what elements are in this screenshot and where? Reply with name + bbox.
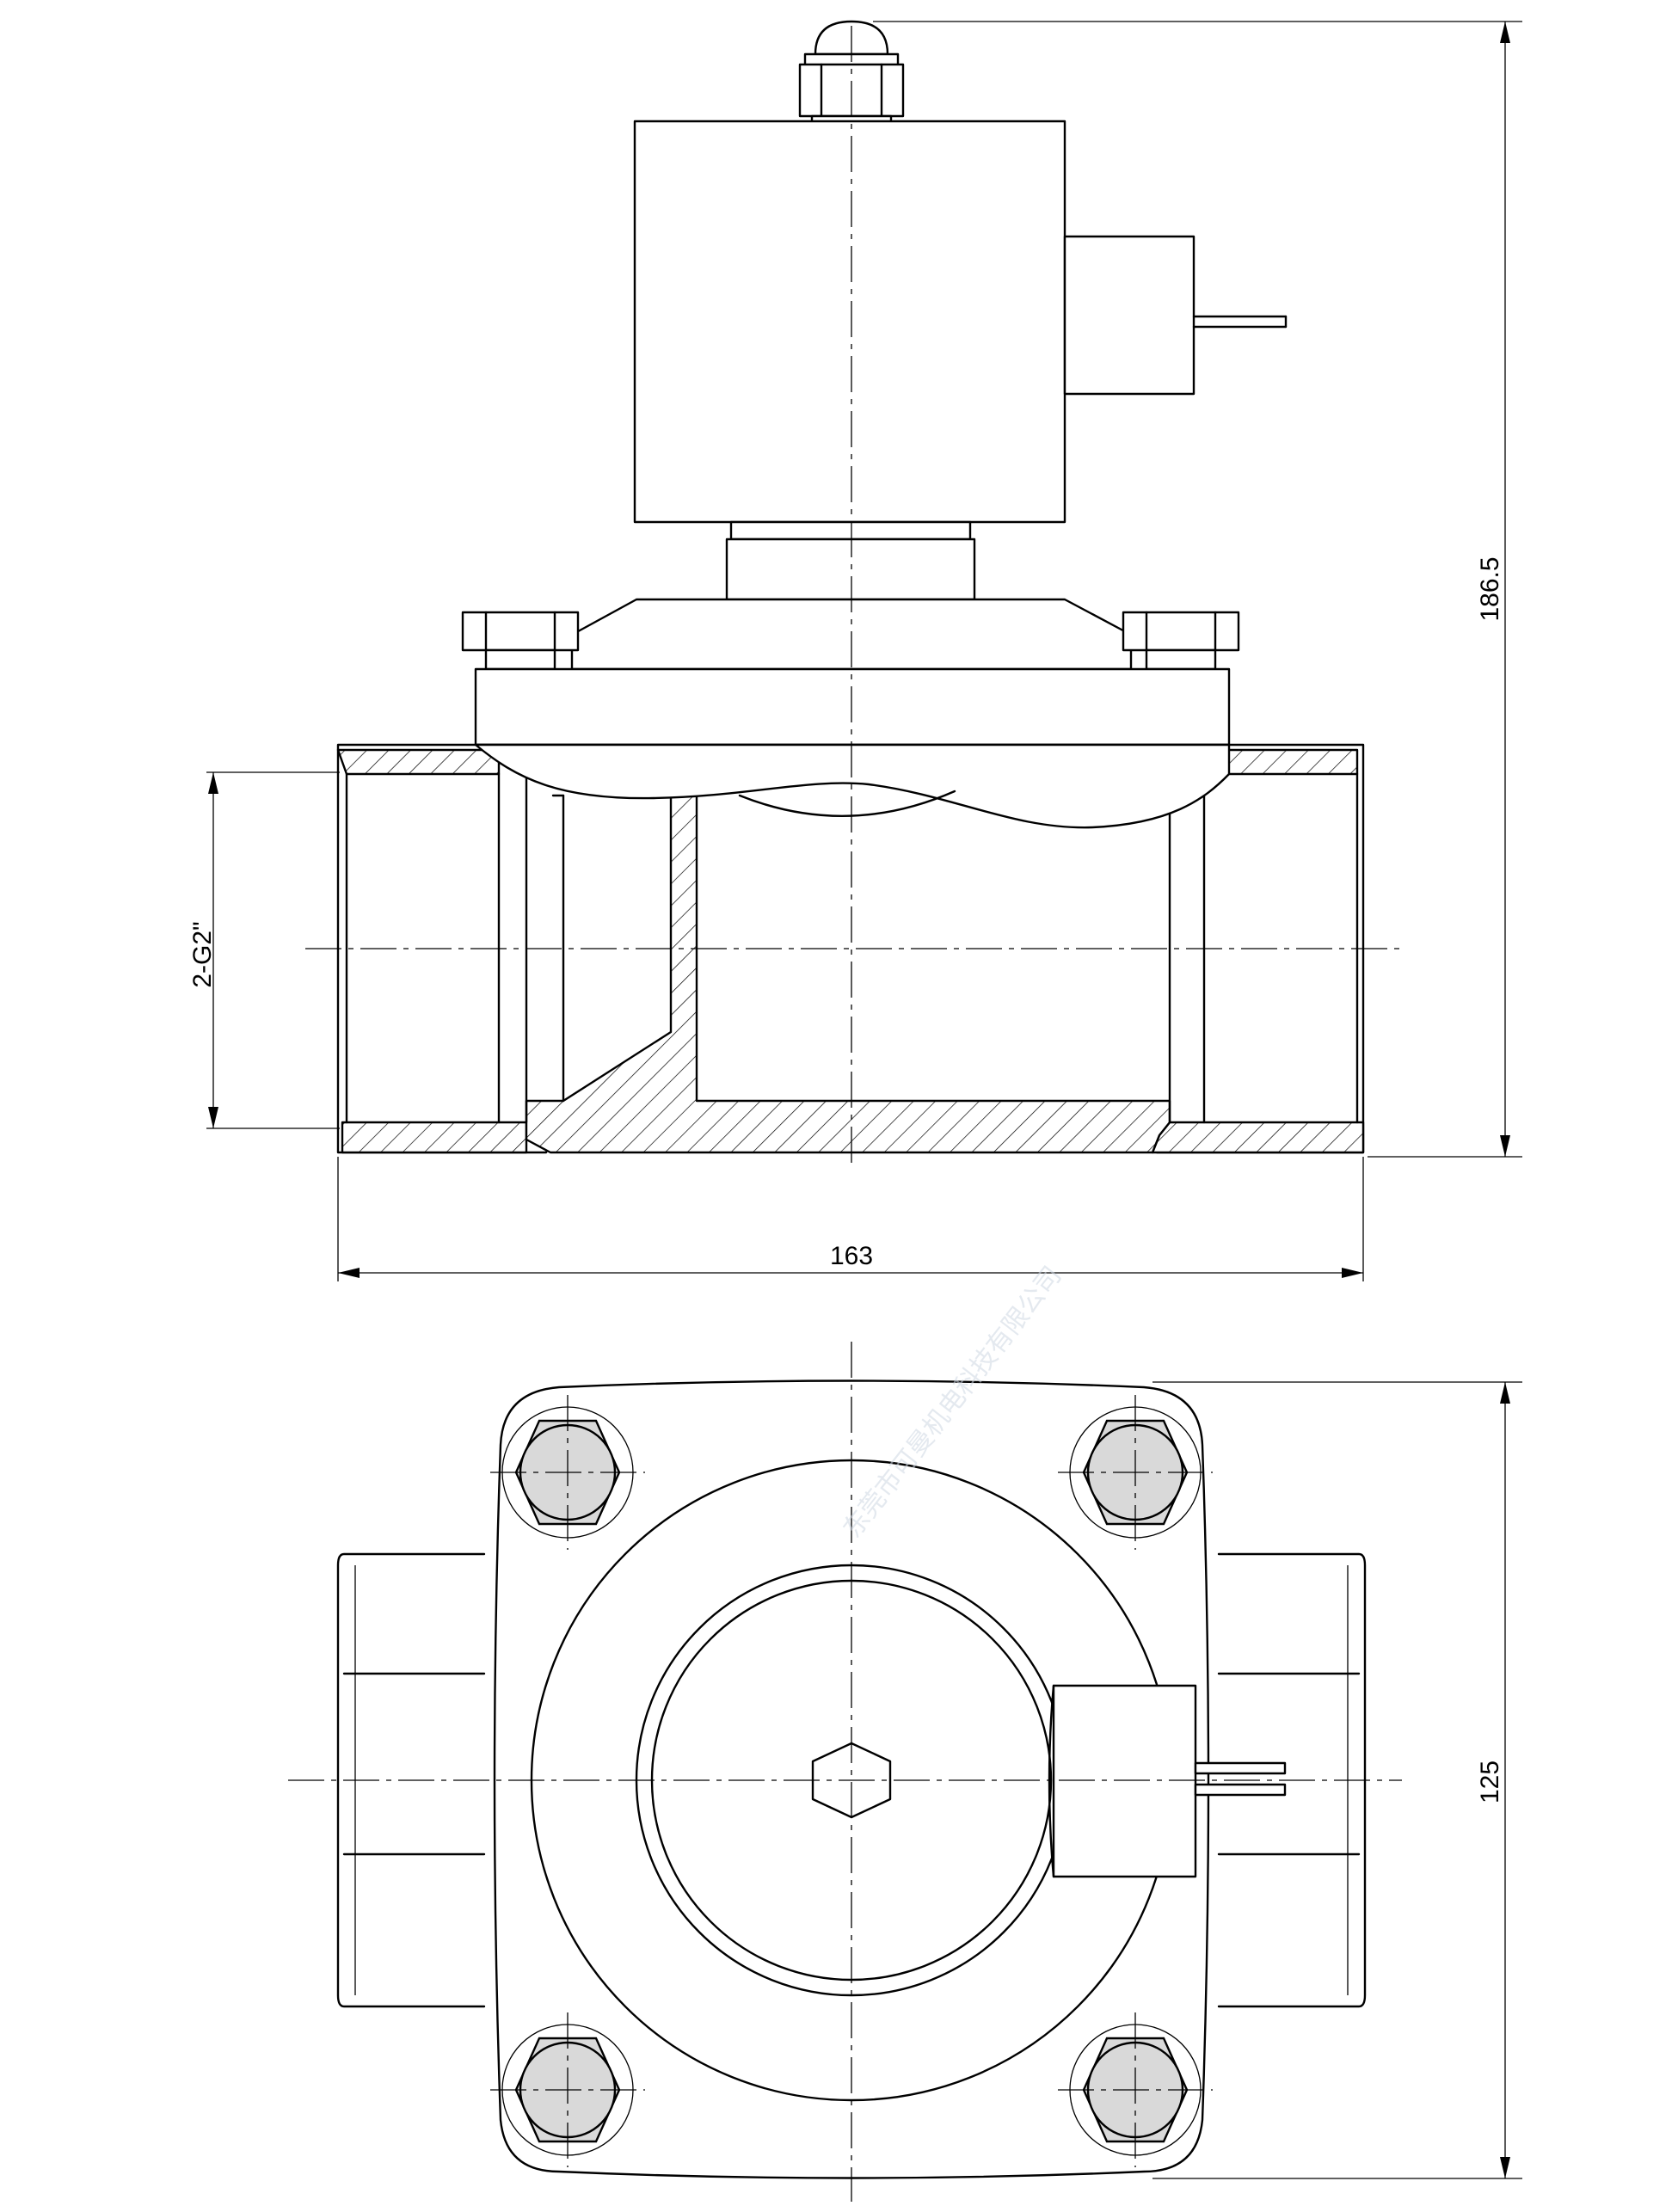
dimension-length-label: 163 [830,1242,873,1270]
port-wall-right-bottom [1151,1121,1365,1154]
bonnet-bolt-right [1122,611,1240,671]
bonnet-bolt-left [461,611,580,671]
dimension-port: 2-G2" [188,771,340,1129]
flange-bolt-bl [490,2012,645,2167]
port-wall-left-top [336,748,501,776]
connector-top [1048,1684,1287,1878]
dimension-height: 186.5 [873,21,1522,1158]
port-wall-left-bottom [341,1121,528,1154]
front-section-view [305,20,1402,1170]
top-view [288,1342,1402,2202]
flange-bolt-tr [1058,1395,1213,1550]
dimension-height-label: 186.5 [1476,556,1504,621]
dimension-width-label: 125 [1476,1760,1504,1803]
coil-connector [1063,235,1288,396]
section-break-line [474,743,1231,829]
dimension-length: 163 [337,1157,1364,1281]
armature-collar [725,520,976,601]
dimension-port-label: 2-G2" [188,921,217,987]
internal-partition [525,794,1171,1154]
dimension-width: 125 [1152,1381,1522,2179]
flange-bolt-br [1058,2012,1213,2167]
coil-housing [633,120,1066,524]
flange-bolt-tl [490,1395,645,1550]
body-flange [474,667,1231,747]
